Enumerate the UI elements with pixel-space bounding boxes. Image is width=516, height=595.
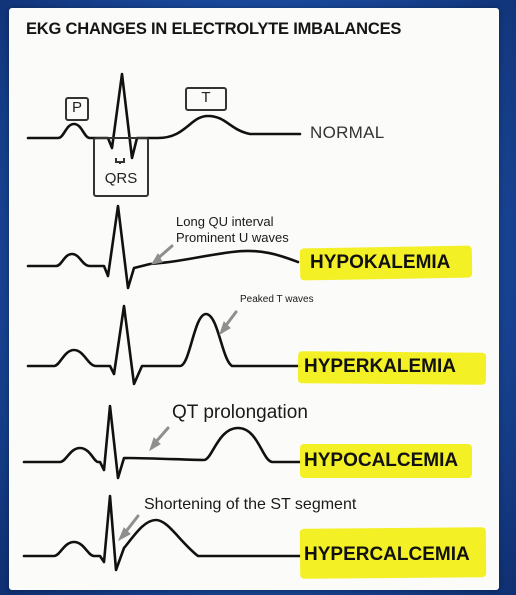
hypocalcemia-label: HYPOCALCEMIA: [304, 450, 459, 471]
hypercalcemia-label: HYPERCALCEMIA: [304, 544, 470, 565]
normal-trace: [26, 72, 302, 160]
hypocalcemia-trace: [22, 404, 302, 480]
hyperkalemia-trace: [26, 304, 302, 386]
p-wave-label: P: [71, 99, 82, 116]
hypocalcemia-highlight: [300, 444, 472, 478]
hypokalemia-annotation-1: Long QU interval: [176, 214, 274, 229]
hyperkalemia-annotation: Peaked T waves: [240, 294, 314, 305]
diagram-card: [9, 8, 499, 590]
hypokalemia-annotation-2: Prominent U waves: [176, 230, 289, 245]
normal-label: NORMAL: [310, 123, 385, 142]
qrs-bracket: [115, 158, 125, 164]
hypokalemia-trace: [26, 204, 300, 290]
diagram-title: EKG CHANGES IN ELECTROLYTE IMBALANCES: [26, 20, 402, 38]
hypercalcemia-trace: [22, 494, 302, 572]
p-wave-box: [65, 97, 89, 121]
t-wave-box: [185, 87, 227, 111]
hypokalemia-label: HYPOKALEMIA: [310, 252, 451, 273]
t-wave-label: T: [201, 89, 211, 106]
hypercalcemia-annotation: Shortening of the ST segment: [144, 496, 357, 513]
hypocalcemia-annotation: QT prolongation: [172, 402, 308, 423]
qrs-box: [93, 137, 149, 197]
qrs-label: QRS: [104, 170, 138, 187]
hyperkalemia-label: HYPERKALEMIA: [304, 356, 457, 377]
